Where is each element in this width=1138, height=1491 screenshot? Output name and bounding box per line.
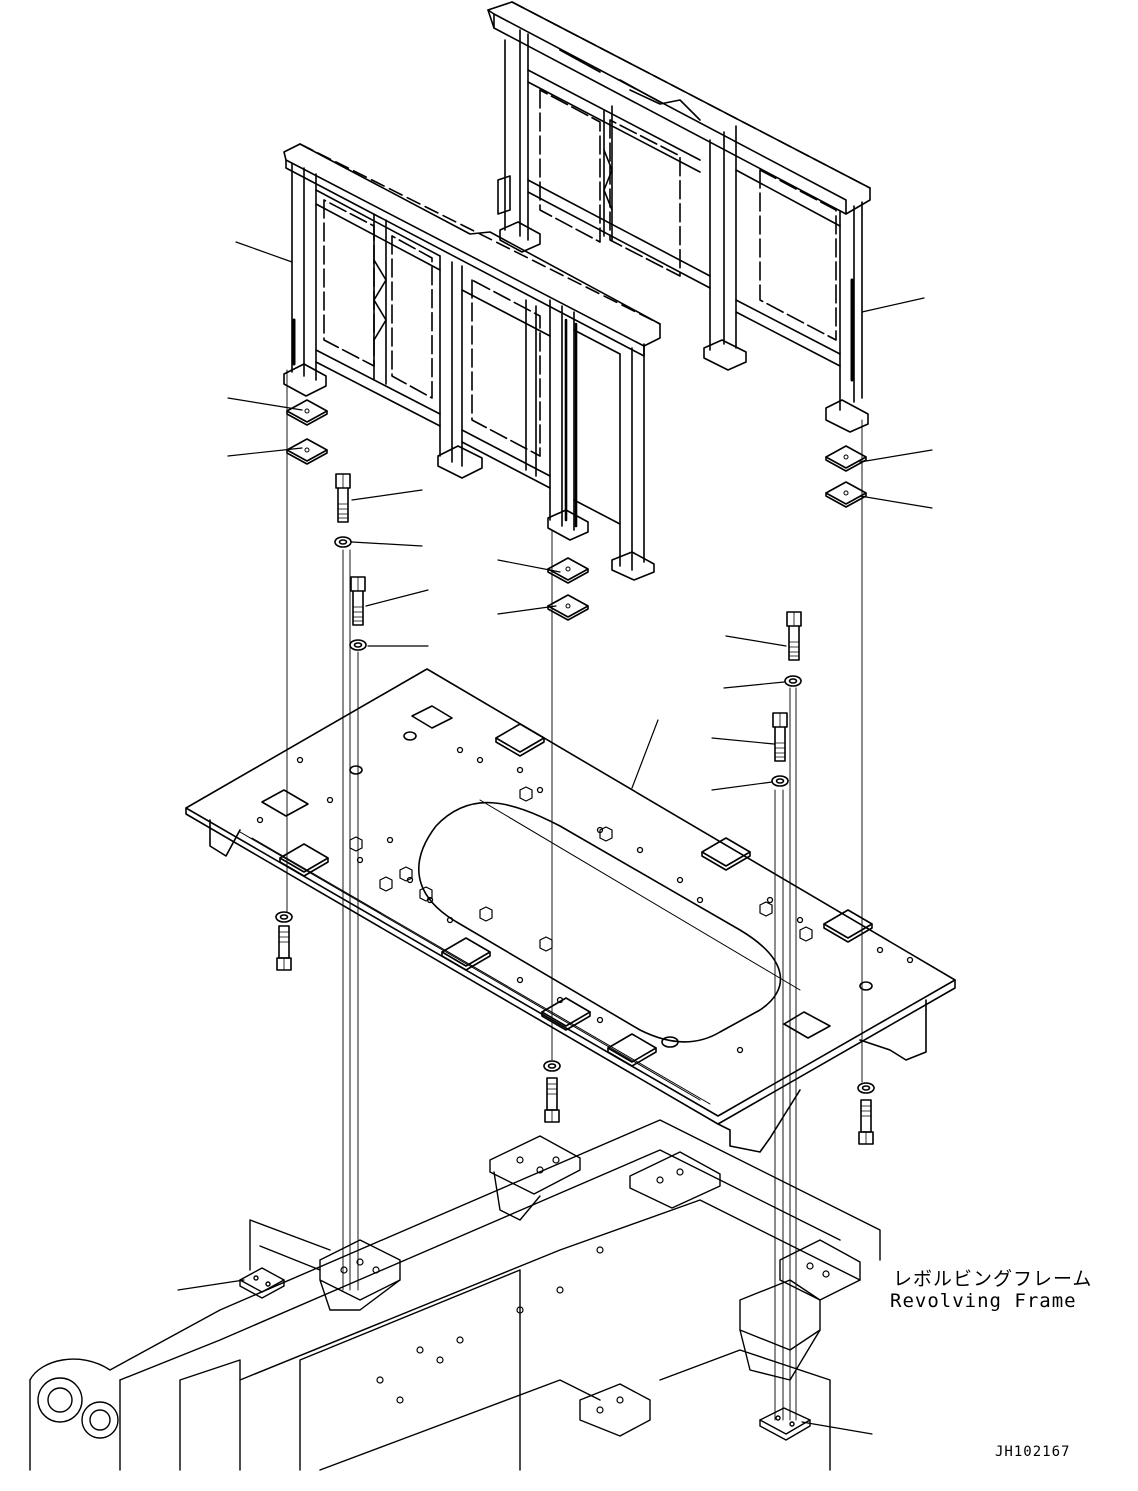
shim-plate-icon: [825, 481, 867, 508]
washer-icon: [349, 639, 367, 651]
hex-bolt-icon: [544, 1077, 560, 1123]
hex-bolt-icon: [276, 925, 292, 971]
shim-plate-icon: [286, 438, 328, 465]
drawing-code: JH102167: [995, 1444, 1071, 1460]
shim-plate-icon: [547, 594, 589, 621]
alignment-lines: [286, 369, 863, 1421]
hex-bolt-icon: [772, 712, 788, 762]
washer-icon: [275, 911, 293, 923]
bolt-group-lower: [275, 911, 875, 1145]
rear-frame: [487, 1, 871, 433]
washer-icon: [334, 536, 352, 548]
part-name-jp: レボルビングフレーム: [893, 1268, 1093, 1290]
hex-bolt-icon: [858, 1099, 874, 1145]
shim-plate-icon: [825, 445, 867, 472]
front-frame: [283, 143, 661, 581]
washer-icon: [784, 675, 802, 687]
washer-icon: [771, 775, 789, 787]
washer-icon: [543, 1060, 561, 1072]
hex-bolt-icon: [350, 576, 366, 626]
bolt-group-upper: [334, 473, 802, 787]
base-plate: [185, 668, 956, 1153]
leader-lines: [177, 241, 933, 1435]
hex-bolt-icon: [335, 473, 351, 523]
revolving-frame: [29, 1119, 881, 1471]
shim-plate-icon: [286, 399, 328, 426]
hex-bolt-icon: [786, 611, 802, 661]
washer-icon: [857, 1082, 875, 1094]
part-name-en: Revolving Frame: [890, 1290, 1077, 1312]
